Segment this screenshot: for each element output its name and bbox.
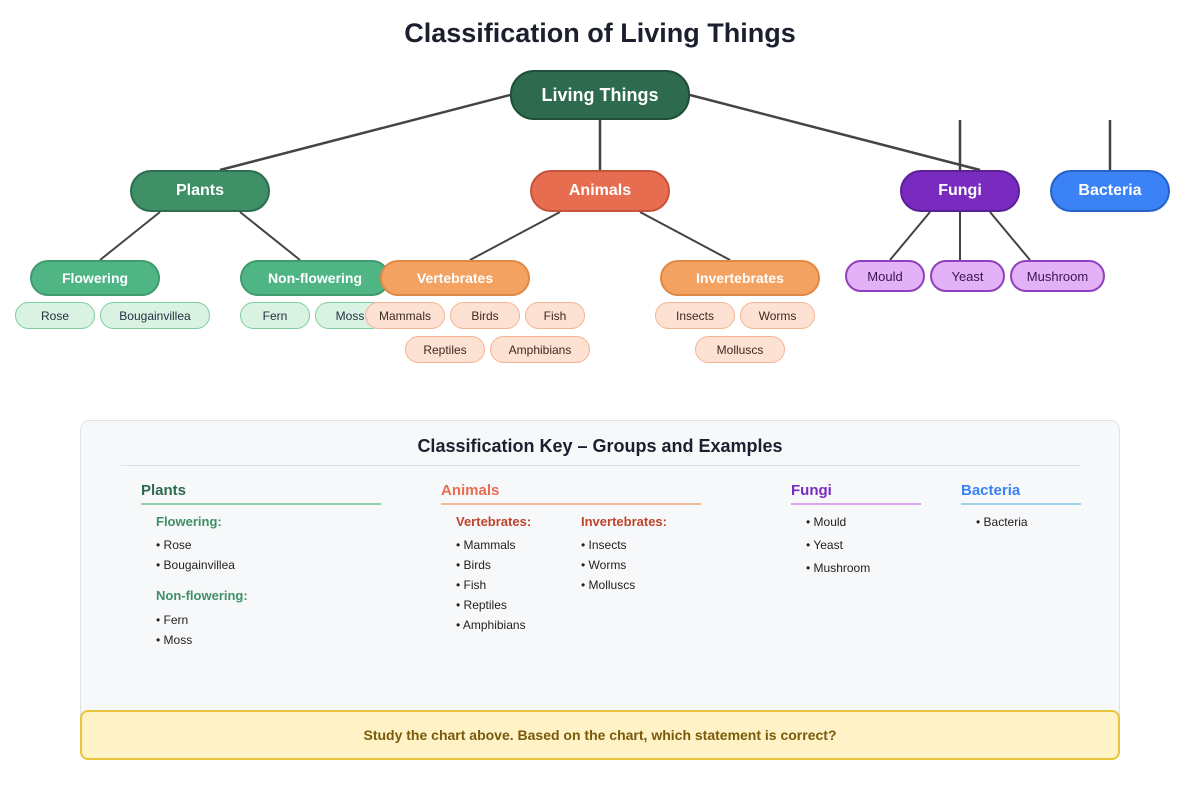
node-plants: Plants: [130, 170, 270, 212]
key-bacteria-heading: Bacteria: [961, 482, 1081, 505]
leaf-fern: Fern: [240, 302, 310, 329]
leaf-birds: Birds: [450, 302, 520, 329]
key-flowering-heading: Flowering:: [156, 514, 222, 529]
edge-fungi-mould: [889, 211, 931, 261]
edge-plants-flowering: [99, 211, 161, 261]
node-living-things: Living Things: [510, 70, 690, 120]
key-item-mushroom: • Mushroom: [806, 561, 871, 575]
key-item-fern: • Fern: [156, 613, 189, 627]
leaf-amphibians: Amphibians: [490, 336, 590, 363]
leaf-mould: Mould: [845, 260, 925, 292]
page-title: Classification of Living Things: [404, 18, 796, 48]
leaf-fish: Fish: [525, 302, 585, 329]
key-vertebrates-heading: Vertebrates:: [456, 514, 532, 529]
key-nonflowering-heading: Non-flowering:: [156, 588, 248, 603]
key-item-insects: • Insects: [581, 538, 627, 552]
key-item-mould: • Mould: [806, 515, 847, 529]
node-invertebrates: Invertebrates: [660, 260, 820, 296]
leaf-rose: Rose: [15, 302, 95, 329]
edge-root-fungi: [689, 93, 981, 172]
leaf-yeast: Yeast: [930, 260, 1005, 292]
leaf-worms: Worms: [740, 302, 815, 329]
leaf-insects: Insects: [655, 302, 735, 329]
node-animals: Animals: [530, 170, 670, 212]
key-divider: [121, 465, 1081, 466]
key-item-molluscs: • Molluscs: [581, 578, 636, 592]
key-plants-heading: Plants: [141, 482, 381, 505]
question-banner: Study the chart above. Based on the char…: [80, 710, 1120, 760]
leaf-bougainvillea: Bougainvillea: [100, 302, 210, 329]
key-item-moss: • Moss: [156, 633, 193, 647]
edge-animals-vertebrates: [469, 211, 561, 261]
key-fungi-heading: Fungi: [791, 482, 921, 505]
node-non-flowering: Non-flowering: [240, 260, 390, 296]
edge-animals-invertebrates: [639, 211, 731, 261]
key-item-fish: • Fish: [456, 578, 487, 592]
key-item-bacteria: • Bacteria: [976, 515, 1028, 529]
key-item-worms: • Worms: [581, 558, 627, 572]
key-item-reptiles: • Reptiles: [456, 598, 507, 612]
leaf-mammals: Mammals: [365, 302, 445, 329]
key-title: Classification Key – Groups and Examples: [417, 436, 783, 456]
key-item-bougainvillea: • Bougainvillea: [156, 558, 235, 572]
leaf-molluscs: Molluscs: [695, 336, 785, 363]
key-item-amphibians: • Amphibians: [456, 618, 526, 632]
edge-root-plants: [219, 93, 511, 172]
key-animals-heading: Animals: [441, 482, 701, 505]
key-item-rose: • Rose: [156, 538, 192, 552]
node-fungi: Fungi: [900, 170, 1020, 212]
key-item-birds: • Birds: [456, 558, 491, 572]
edge-fungi-mushroom: [989, 211, 1031, 261]
leaf-reptiles: Reptiles: [405, 336, 485, 363]
leaf-mushroom: Mushroom: [1010, 260, 1105, 292]
node-bacteria: Bacteria: [1050, 170, 1170, 212]
key-invertebrates-heading: Invertebrates:: [581, 514, 667, 529]
key-item-mammals: • Mammals: [456, 538, 516, 552]
node-vertebrates: Vertebrates: [380, 260, 530, 296]
node-flowering: Flowering: [30, 260, 160, 296]
edge-plants-nonflowering: [239, 211, 301, 261]
classification-key-panel: Classification Key – Groups and Examples…: [80, 420, 1120, 760]
key-item-yeast: • Yeast: [806, 538, 843, 552]
